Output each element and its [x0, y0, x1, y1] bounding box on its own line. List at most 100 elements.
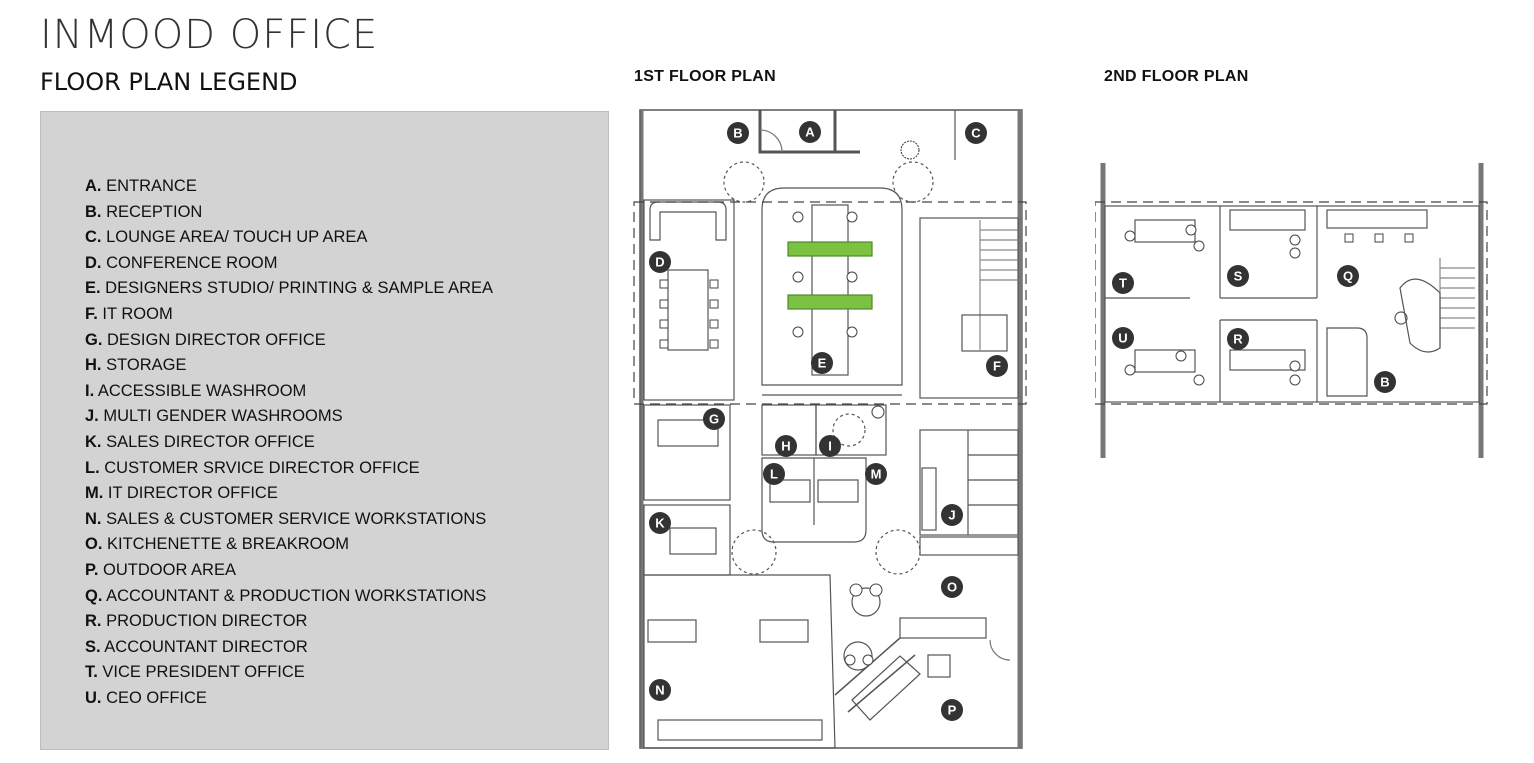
legend-label: RECEPTION [101, 202, 203, 221]
legend-label: SALES & CUSTOMER SERVICE WORKSTATIONS [101, 509, 487, 528]
legend-label: MULTI GENDER WASHROOMS [98, 407, 343, 426]
svg-text:C: C [971, 126, 981, 141]
legend-code: O. [85, 535, 103, 554]
legend-code: R. [85, 612, 102, 631]
legend-label: ACCOUNTANT DIRECTOR [100, 637, 308, 656]
legend-code: K. [85, 432, 102, 451]
legend-item: C. LOUNGE AREA/ TOUCH UP AREA [85, 225, 493, 251]
legend-item: U. CEO OFFICE [85, 686, 493, 712]
floor2-label: 2ND FLOOR PLAN [1104, 68, 1249, 85]
legend-code: G. [85, 330, 103, 349]
svg-text:S: S [1234, 269, 1243, 284]
floor1-marker-o: O [941, 576, 963, 598]
svg-text:E: E [818, 356, 827, 371]
legend-code: Q. [85, 586, 103, 605]
floor1-marker-g: G [703, 408, 725, 430]
legend-code: M. [85, 484, 104, 503]
legend-item: R. PRODUCTION DIRECTOR [85, 609, 493, 635]
legend-item: J. MULTI GENDER WASHROOMS [85, 404, 493, 430]
svg-text:J: J [948, 508, 955, 523]
svg-text:G: G [709, 412, 719, 427]
legend-label: CONFERENCE ROOM [101, 253, 278, 272]
legend-item: S. ACCOUNTANT DIRECTOR [85, 635, 493, 661]
svg-text:M: M [871, 467, 882, 482]
floor1-marker-m: M [865, 463, 887, 485]
svg-text:F: F [993, 359, 1001, 374]
floor1-marker-e: E [811, 352, 833, 374]
svg-text:B: B [733, 126, 742, 141]
svg-text:K: K [655, 516, 665, 531]
legend-label: ENTRANCE [101, 177, 197, 195]
legend-label: VICE PRESIDENT OFFICE [97, 663, 305, 682]
legend-code: J. [85, 407, 99, 426]
svg-text:A: A [805, 125, 815, 140]
legend-item: E. DESIGNERS STUDIO/ PRINTING & SAMPLE A… [85, 276, 493, 302]
svg-text:Q: Q [1343, 269, 1353, 284]
legend-code: I. [85, 381, 95, 400]
floor1-marker-f: F [986, 355, 1008, 377]
legend-item: A. ENTRANCE [85, 174, 493, 200]
legend-code: S. [85, 637, 101, 656]
legend-label: OUTDOOR AREA [98, 560, 236, 579]
legend-item: K. SALES DIRECTOR OFFICE [85, 430, 493, 456]
legend-item: H. STORAGE [85, 353, 493, 379]
legend-code: U. [85, 688, 102, 707]
legend-item: D. CONFERENCE ROOM [85, 251, 493, 277]
legend-code: H. [85, 356, 102, 375]
legend-code: C. [85, 228, 102, 247]
svg-text:O: O [947, 580, 957, 595]
floor2-marker-s: S [1227, 265, 1249, 287]
legend-item: T. VICE PRESIDENT OFFICE [85, 660, 493, 686]
floor2-marker-t: T [1112, 272, 1134, 294]
legend-label: DESIGNERS STUDIO/ PRINTING & SAMPLE AREA [100, 279, 494, 298]
svg-text:D: D [655, 255, 664, 270]
floor2-marker-r: R [1227, 328, 1249, 350]
legend-item: L. CUSTOMER SRVICE DIRECTOR OFFICE [85, 456, 493, 482]
legend-code: B. [85, 202, 102, 221]
legend-code: D. [85, 253, 102, 272]
legend-label: PRODUCTION DIRECTOR [101, 612, 308, 631]
svg-text:U: U [1118, 331, 1127, 346]
legend-code: P. [85, 560, 99, 579]
floor1-label: 1ST FLOOR PLAN [634, 68, 776, 85]
legend-label: ACCOUNTANT & PRODUCTION WORKSTATIONS [102, 586, 487, 605]
legend-item: N. SALES & CUSTOMER SERVICE WORKSTATIONS [85, 507, 493, 533]
legend-label: DESIGN DIRECTOR OFFICE [102, 330, 326, 349]
svg-text:T: T [1119, 276, 1127, 291]
legend-code: N. [85, 509, 102, 528]
legend-item: O. KITCHENETTE & BREAKROOM [85, 532, 493, 558]
floor1-marker-n: N [649, 679, 671, 701]
legend-code: F. [85, 304, 98, 323]
floor2-marker-b: B [1374, 371, 1396, 393]
floor1-marker-h: H [775, 435, 797, 457]
legend-item: G. DESIGN DIRECTOR OFFICE [85, 328, 493, 354]
legend-item: I. ACCESSIBLE WASHROOM [85, 379, 493, 405]
legend-label: LOUNGE AREA/ TOUCH UP AREA [101, 228, 368, 247]
legend-code: L. [85, 458, 100, 477]
legend-code: E. [85, 279, 101, 298]
legend-label: STORAGE [101, 356, 187, 375]
legend-item: M. IT DIRECTOR OFFICE [85, 481, 493, 507]
legend-heading: FLOOR PLAN LEGEND [40, 68, 298, 96]
floor1-marker-d: D [649, 251, 671, 273]
legend-label: CEO OFFICE [101, 688, 207, 707]
legend-label: ACCESSIBLE WASHROOM [94, 381, 307, 400]
legend-label: IT DIRECTOR OFFICE [103, 484, 278, 503]
floor1-marker-b: B [727, 122, 749, 144]
legend-item: B. RECEPTION [85, 200, 493, 226]
svg-text:L: L [770, 467, 778, 482]
legend-item: P. OUTDOOR AREA [85, 558, 493, 584]
floor2-marker-u: U [1112, 327, 1134, 349]
page-title: INMOOD OFFICE [40, 12, 379, 58]
legend-label: IT ROOM [97, 304, 173, 323]
svg-text:B: B [1380, 375, 1389, 390]
floor1-marker-a: A [799, 121, 821, 143]
legend-item: Q. ACCOUNTANT & PRODUCTION WORKSTATIONS [85, 584, 493, 610]
floor1-marker-k: K [649, 512, 671, 534]
floor1-marker-c: C [965, 122, 987, 144]
svg-text:N: N [655, 683, 664, 698]
floor1-marker-i: I [819, 435, 841, 457]
